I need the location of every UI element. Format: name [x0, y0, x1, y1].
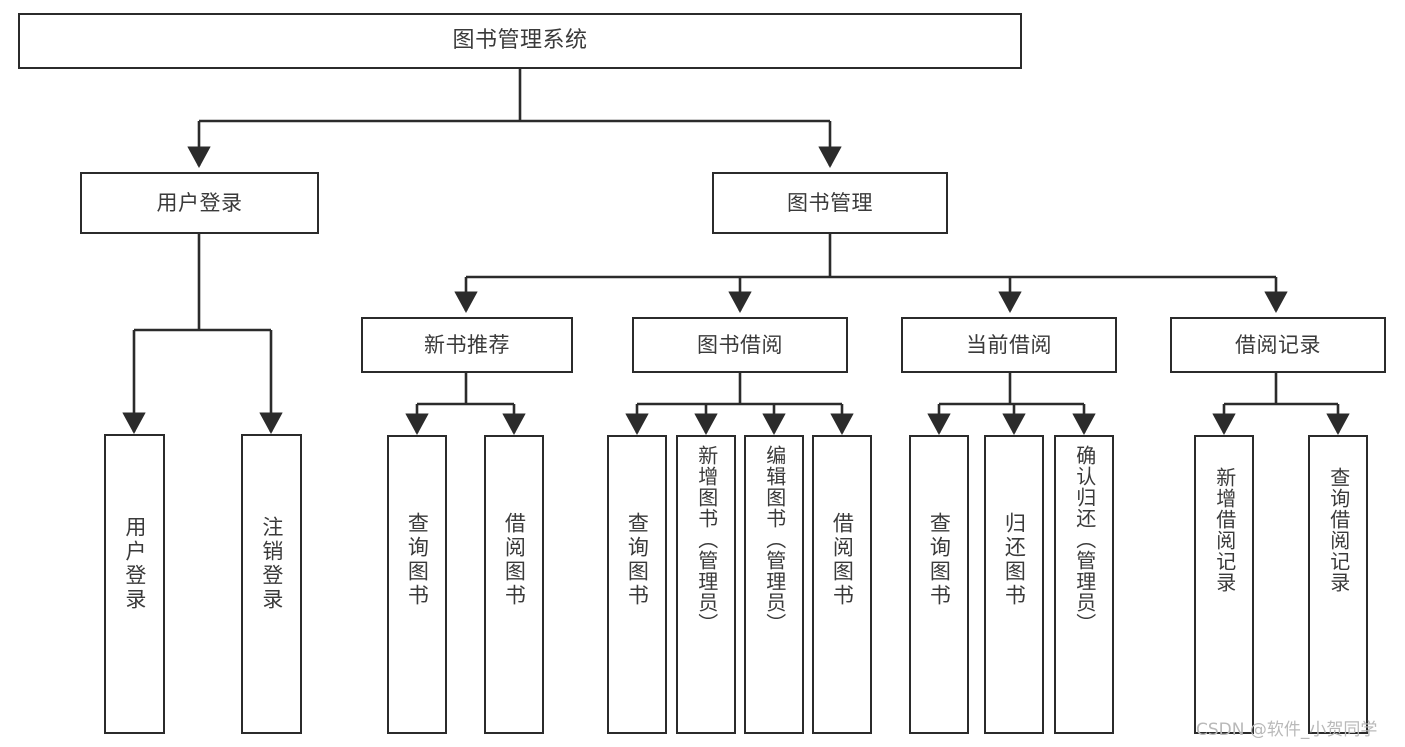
- node-leaf-confirm-return-admin[interactable]: 确认归还（管理员）: [1054, 435, 1114, 734]
- node-label: 新增借阅记录: [1212, 467, 1237, 593]
- node-label: 编辑图书（管理员）: [762, 445, 787, 634]
- node-leaf-borrow-book-recommend[interactable]: 借阅图书: [484, 435, 544, 734]
- node-label: 新书推荐: [424, 332, 510, 357]
- node-root-book-management-system[interactable]: 图书管理系统: [18, 13, 1022, 69]
- node-label: 图书借阅: [697, 332, 783, 357]
- node-new-book-recommend[interactable]: 新书推荐: [361, 317, 573, 373]
- node-book-borrow[interactable]: 图书借阅: [632, 317, 848, 373]
- node-label: 查询借阅记录: [1326, 467, 1351, 593]
- node-leaf-edit-book-admin[interactable]: 编辑图书（管理员）: [744, 435, 804, 734]
- node-label: 借阅图书: [502, 512, 527, 608]
- node-leaf-query-book-current[interactable]: 查询图书: [909, 435, 969, 734]
- node-user-login[interactable]: 用户登录: [80, 172, 319, 234]
- node-label: 查询图书: [405, 512, 430, 608]
- node-label: 当前借阅: [966, 332, 1052, 357]
- node-label: 注销登录: [259, 516, 284, 612]
- node-leaf-query-borrow-record[interactable]: 查询借阅记录: [1308, 435, 1368, 734]
- watermark-text: CSDN @软件_小贺同学: [1196, 720, 1378, 740]
- node-label: 新增图书（管理员）: [694, 445, 719, 634]
- node-leaf-return-book[interactable]: 归还图书: [984, 435, 1044, 734]
- node-book-management[interactable]: 图书管理: [712, 172, 948, 234]
- node-label: 归还图书: [1002, 512, 1027, 608]
- node-leaf-borrow-book[interactable]: 借阅图书: [812, 435, 872, 734]
- node-label: 图书管理: [787, 190, 873, 215]
- node-label: 确认归还（管理员）: [1072, 445, 1097, 634]
- node-label: 查询图书: [927, 512, 952, 608]
- node-label: 查询图书: [625, 512, 650, 608]
- node-leaf-query-book-recommend[interactable]: 查询图书: [387, 435, 447, 734]
- node-leaf-query-book-borrow[interactable]: 查询图书: [607, 435, 667, 734]
- node-leaf-add-borrow-record[interactable]: 新增借阅记录: [1194, 435, 1254, 734]
- node-label: 用户登录: [156, 190, 243, 215]
- node-borrow-record[interactable]: 借阅记录: [1170, 317, 1386, 373]
- node-label: 借阅图书: [830, 512, 855, 608]
- node-label: 借阅记录: [1235, 332, 1321, 357]
- node-leaf-add-book-admin[interactable]: 新增图书（管理员）: [676, 435, 736, 734]
- node-label: 用户登录: [122, 516, 147, 612]
- node-leaf-user-login[interactable]: 用户登录: [104, 434, 165, 734]
- node-label: 图书管理系统: [452, 28, 588, 54]
- node-leaf-logout[interactable]: 注销登录: [241, 434, 302, 734]
- node-current-borrow[interactable]: 当前借阅: [901, 317, 1117, 373]
